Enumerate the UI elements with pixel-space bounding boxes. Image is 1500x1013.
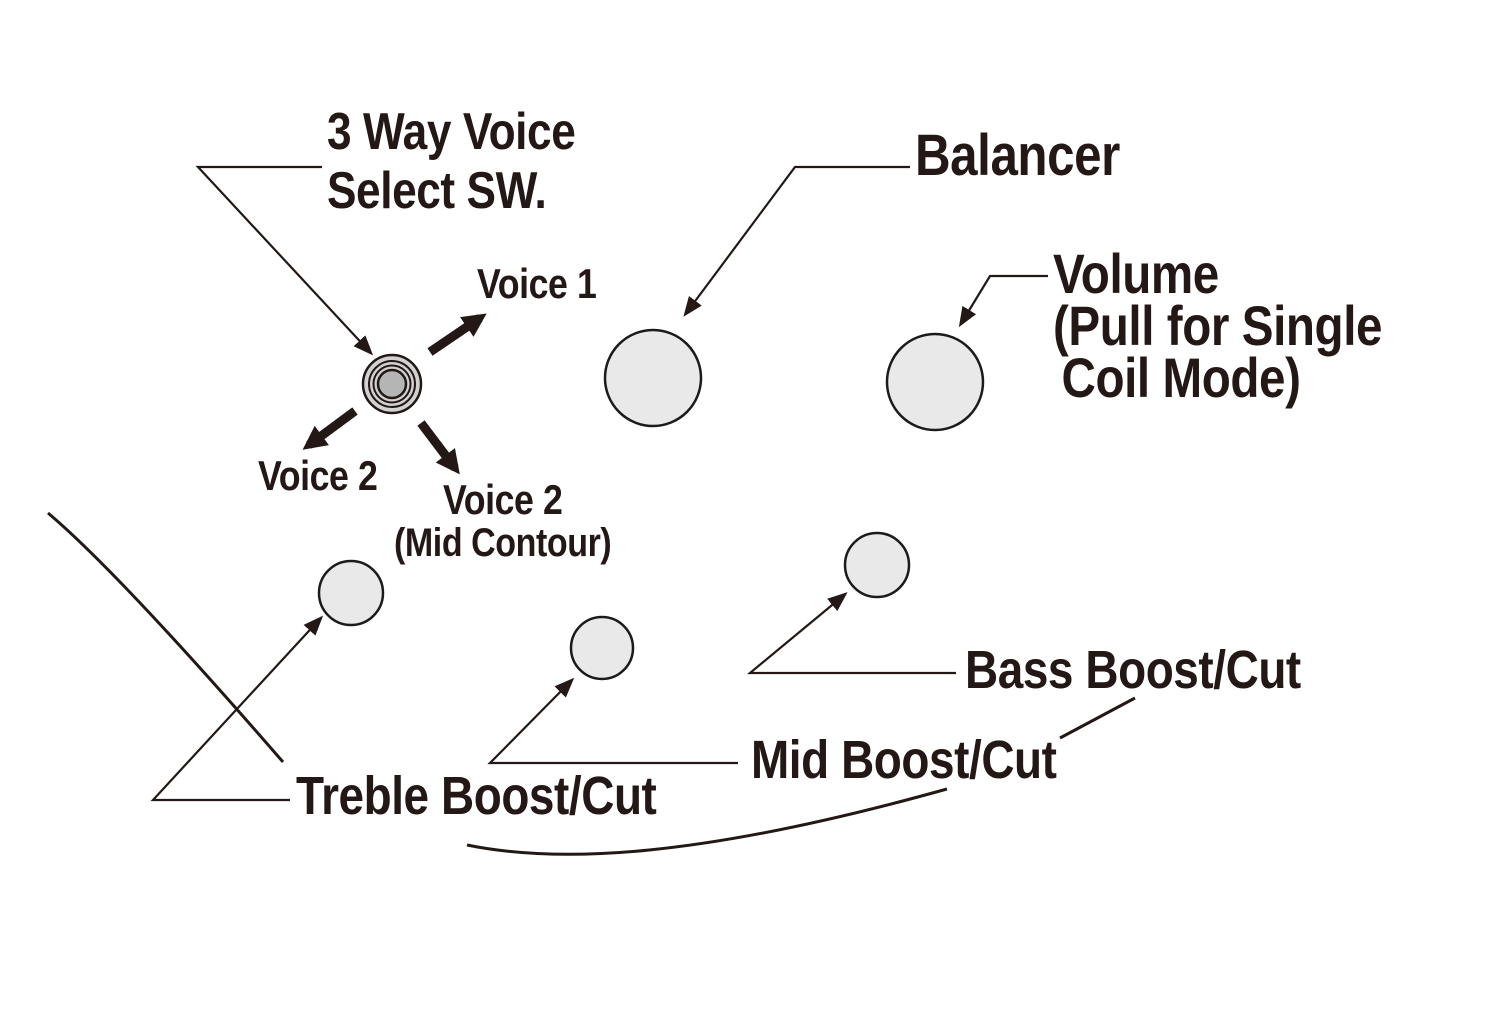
mid-leader-line xyxy=(487,677,738,765)
voice1-direction-arrow xyxy=(427,313,487,356)
voice2-label: Voice 2 xyxy=(258,452,378,499)
voice-select-label-line1: 3 Way Voice xyxy=(327,103,576,161)
volume-label: Volume (Pull for Single Coil Mode) xyxy=(1053,242,1383,409)
balancer-label: Balancer xyxy=(915,123,1120,188)
body-outline-bottom-curve-right xyxy=(1059,696,1136,740)
voice-select-switch xyxy=(361,353,423,415)
voice2-mid-contour-label: Voice 2 xyxy=(443,476,563,523)
bass-boost-cut-label: Bass Boost/Cut xyxy=(965,640,1301,700)
treble-boost-cut-label: Treble Boost/Cut xyxy=(296,766,657,826)
mid-knob xyxy=(569,615,635,681)
volume-label-line3: Coil Mode) xyxy=(1061,346,1301,409)
voice-select-label-line2: Select SW. xyxy=(327,162,547,220)
volume-label-line2: (Pull for Single xyxy=(1053,294,1383,357)
voice-select-switch-center xyxy=(376,368,408,400)
volume-label-line1: Volume xyxy=(1053,242,1219,305)
voice-select-leader-line xyxy=(195,165,374,356)
voice1-label: Voice 1 xyxy=(477,260,597,307)
voice2-mid-contour-direction-arrow xyxy=(417,420,460,475)
mid-boost-cut-label: Mid Boost/Cut xyxy=(751,730,1057,790)
voice-select-switch-ring-2 xyxy=(368,360,416,408)
balancer-leader-line xyxy=(683,165,910,317)
treble-knob xyxy=(317,559,385,627)
volume-leader-line xyxy=(958,274,1048,328)
treble-leader-line xyxy=(150,615,324,802)
voice2-mid-contour-sublabel: (Mid Contour) xyxy=(394,521,612,565)
bass-leader-line xyxy=(746,592,956,675)
volume-knob xyxy=(885,332,985,432)
bass-knob xyxy=(843,531,911,599)
balancer-knob xyxy=(603,328,703,428)
voice-select-switch-ring-3 xyxy=(372,364,412,404)
body-outline-upper-curve xyxy=(47,511,285,763)
voice-select-label: 3 Way Voice Select SW. xyxy=(327,103,576,221)
voice2-direction-arrow xyxy=(302,407,358,450)
body-outline-bottom-curve xyxy=(466,787,948,856)
